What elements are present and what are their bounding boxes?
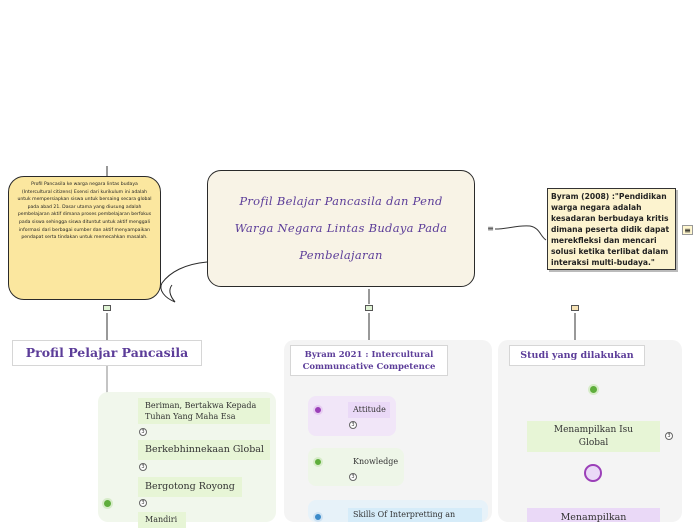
branch-node[interactable] (102, 498, 113, 509)
count-badge[interactable]: 3 (349, 421, 357, 429)
item-node[interactable] (313, 457, 323, 467)
branch-title-byram[interactable]: Byram 2021 : Intercultural Communcative … (290, 345, 448, 376)
item-node[interactable] (588, 384, 599, 395)
count-badge[interactable]: 3 (139, 499, 147, 507)
central-topic-line-3: Pembelajaran (299, 248, 383, 262)
item-node[interactable] (584, 464, 602, 482)
branch-title-profil[interactable]: Profil Pelajar Pancasila (12, 340, 202, 366)
item-isu-global-line-1: Menampilkan Isu (553, 425, 634, 435)
branch-title-studi-text: Studi yang dilakukan (520, 350, 634, 361)
item-menampilkan-label: Menampilkan (560, 512, 627, 523)
branch-title-profil-text: Profil Pelajar Pancasila (25, 345, 189, 360)
menu-lines-icon[interactable]: ≡ (487, 224, 494, 233)
count-badge[interactable]: 3 (139, 428, 147, 436)
item-node[interactable] (313, 405, 323, 415)
item-bergotong-royong-label: Bergotong Royong (145, 481, 235, 492)
item-mandiri[interactable]: Mandiri (138, 512, 186, 528)
menu-lines-icon[interactable]: ≡ (682, 225, 693, 235)
central-topic-line-1: Profil Belajar Pancasila dan Pend (239, 194, 443, 208)
count-badge[interactable]: 3 (349, 473, 357, 481)
central-topic[interactable]: Profil Belajar Pancasila dan Pend Warga … (207, 170, 475, 287)
branch-title-byram-line-1: Byram 2021 : Intercultural (304, 350, 434, 360)
item-beriman-line-2: Tuhan Yang Maha Esa (145, 412, 236, 421)
item-knowledge-label: Knowledge (353, 457, 399, 466)
collapse-toggle-icon[interactable] (365, 305, 373, 311)
count-badge[interactable]: 3 (665, 432, 673, 440)
item-berkebhinnekaan-label: Berkebhinnekaan Global (145, 444, 264, 455)
item-skills[interactable]: Skills Of Interpretting an (348, 508, 482, 522)
note-profil-pancasila[interactable]: Profil Pancasila ke warga negara lintas … (8, 176, 161, 300)
collapse-toggle-icon[interactable] (571, 305, 579, 311)
note-byram-2008[interactable]: Byram (2008) :"Pendidikan warga negara a… (547, 188, 676, 270)
collapse-toggle-icon[interactable] (103, 305, 111, 311)
item-skills-label: Skills Of Interpretting an (353, 510, 456, 519)
note-left-text: Profil Pancasila ke warga negara lintas … (17, 182, 152, 241)
item-attitude[interactable]: Attitude (348, 402, 390, 418)
central-topic-line-2: Warga Negara Lintas Budaya Pada (234, 221, 448, 235)
item-beriman[interactable]: Beriman, Bertakwa Kepada Tuhan Yang Maha… (138, 398, 270, 424)
item-node[interactable] (313, 512, 323, 522)
item-bergotong-royong[interactable]: Bergotong Royong (138, 477, 242, 497)
item-beriman-line-1: Beriman, Bertakwa Kepada (145, 401, 257, 410)
branch-title-studi[interactable]: Studi yang dilakukan (509, 345, 645, 366)
item-menampilkan[interactable]: Menampilkan (527, 508, 660, 523)
item-knowledge-group (308, 448, 404, 486)
count-badge[interactable]: 3 (139, 463, 147, 471)
item-berkebhinnekaan[interactable]: Berkebhinnekaan Global (138, 440, 270, 460)
branch-title-byram-line-2: Communcative Competence (302, 362, 436, 372)
item-isu-global[interactable]: Menampilkan Isu Global (527, 421, 660, 452)
item-attitude-label: Attitude (353, 405, 386, 414)
item-knowledge[interactable]: Knowledge (348, 454, 400, 470)
note-right-text: Byram (2008) :"Pendidikan warga negara a… (551, 192, 670, 267)
item-isu-global-line-2: Global (578, 438, 609, 448)
